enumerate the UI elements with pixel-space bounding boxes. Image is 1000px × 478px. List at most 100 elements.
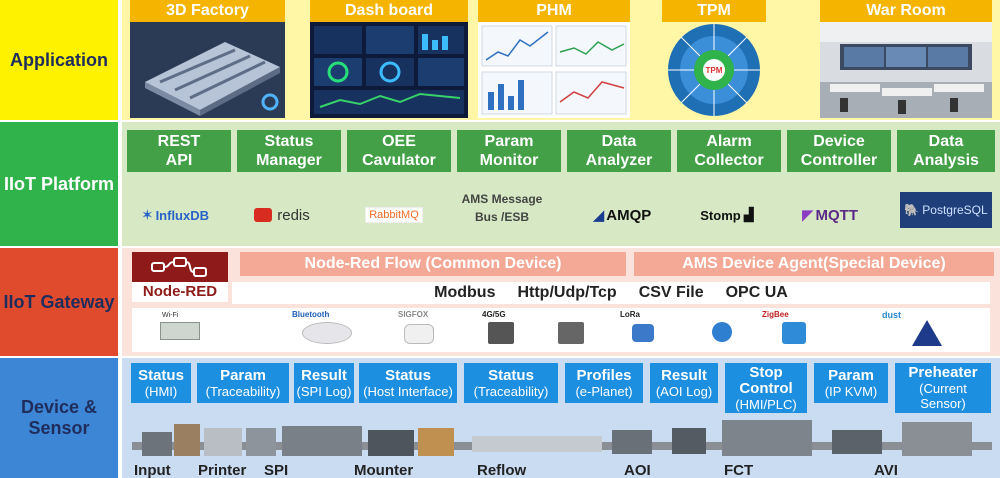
rabbitmq-logo: RabbitMQ	[354, 200, 434, 230]
mqtt-label: MQTT	[815, 206, 859, 224]
lora-module: LoRa	[612, 308, 682, 352]
cellular-module: 4G/5G	[472, 308, 542, 352]
sigfox-module: SIGFOX	[382, 308, 462, 352]
application-layer-label: Application	[0, 0, 118, 120]
lora-module-icon	[632, 324, 654, 342]
fct-machine	[722, 420, 812, 456]
status-sub: (Current Sensor)	[919, 381, 967, 411]
factory-3d-image	[130, 22, 285, 118]
mounter-machine-2	[368, 430, 414, 456]
wifi-module-icon	[160, 322, 200, 340]
device-layer: Device & Sensor Status(HMI) Param(Tracea…	[0, 358, 1000, 478]
status-title: Result	[661, 366, 707, 384]
service-line2: Analysis	[913, 152, 979, 169]
service-line1: OEE	[382, 133, 416, 150]
amqp-label: AMQP	[606, 206, 652, 224]
result-aoi-log[interactable]: Result(AOI Log)	[650, 363, 718, 403]
status-title: Profiles	[576, 366, 632, 384]
gateway-device-strip: Wi-Fi Bluetooth SIGFOX 4G/5G LoRa	[132, 308, 990, 352]
service-line1: Alarm	[706, 133, 752, 150]
protocol-modbus: Modbus	[434, 284, 496, 301]
lora-tag: LoRa	[620, 310, 640, 319]
service-oee-calculator[interactable]: OEE Cavulator	[347, 130, 451, 172]
service-line2: Cavulator	[362, 152, 436, 169]
status-host-interface[interactable]: Status(Host Interface)	[359, 363, 457, 403]
mounter-machine-3	[418, 428, 454, 456]
app-card-3d-factory[interactable]: 3D Factory	[130, 0, 285, 118]
boot-icon: ▟	[743, 207, 754, 222]
redis-logo: redis	[242, 200, 322, 230]
app-card-war-room[interactable]: War Room	[820, 0, 992, 118]
station-printer: Printer	[198, 462, 247, 478]
postgresql-logo: 🐘PostgreSQL	[900, 192, 992, 228]
bluetooth-tag: Bluetooth	[292, 310, 330, 319]
ams-line1: AMS Message	[461, 192, 543, 206]
rtu-module-icon	[558, 322, 584, 344]
postgres-label: PostgreSQL	[922, 203, 988, 217]
dust-module: dust	[872, 308, 972, 352]
profiles-e-planet[interactable]: Profiles(e-Planet)	[565, 363, 643, 403]
app-card-phm[interactable]: PHM	[478, 0, 630, 118]
service-line2: Manager	[256, 152, 322, 169]
status-sub: (SPI Log)	[296, 383, 352, 399]
rtu-module	[542, 308, 602, 352]
sigfox-module-icon	[404, 324, 434, 344]
service-line2: Controller	[800, 152, 878, 169]
service-line2: Collector	[694, 152, 764, 169]
service-line1: Data	[928, 133, 964, 150]
node-red-flow-icon	[132, 252, 228, 282]
protocol-csv-file: CSV File	[638, 284, 704, 301]
wifi-tag: Wi-Fi	[162, 312, 179, 319]
app-card-tpm[interactable]: TPM TPM	[662, 0, 766, 118]
service-line1: Data	[601, 133, 637, 150]
platform-layer-label: IIoT Platform	[0, 122, 118, 246]
zigbee-module: ZigBee	[752, 308, 832, 352]
protocol-http-udp-tcp: Http/Udp/Tcp	[517, 284, 617, 301]
bluetooth-module: Bluetooth	[282, 308, 372, 352]
station-fct: FCT	[724, 462, 754, 478]
app-card-title: War Room	[820, 0, 992, 22]
status-sub: (Host Interface)	[363, 383, 453, 399]
service-line1: Device	[813, 133, 865, 150]
node-red-label: Node-RED	[132, 282, 228, 302]
service-line2: API	[165, 152, 193, 169]
wifi-module: Wi-Fi	[142, 308, 222, 352]
sensor-module-icon	[712, 322, 732, 342]
ams-line2: Bus /ESB	[474, 210, 529, 224]
status-title: Param	[220, 366, 266, 384]
status-traceability[interactable]: Status(Traceability)	[464, 363, 558, 403]
app-card-dashboard[interactable]: Dash board	[310, 0, 468, 118]
printer-machine	[174, 424, 200, 456]
gateway-layer-label: IIoT Gateway	[0, 248, 118, 356]
status-hmi[interactable]: Status(HMI)	[131, 363, 191, 403]
param-traceability[interactable]: Param(Traceability)	[197, 363, 289, 403]
cellular-module-icon	[488, 322, 514, 344]
station-spi: SPI	[264, 462, 289, 478]
gateway-layer-body: Node-RED Node-Red Flow (Common Device) A…	[122, 248, 1000, 356]
bluetooth-module-icon	[302, 322, 352, 344]
influxdb-logo: ✶ InfluxDB	[140, 207, 210, 224]
preheater-current-sensor[interactable]: Preheater(Current Sensor)	[895, 363, 991, 413]
result-spi-log[interactable]: Result(SPI Log)	[294, 363, 354, 403]
stomp-logo: Stomp▟	[687, 200, 767, 230]
stop-control-hmi-plc[interactable]: Stop Control(HMI/PLC)	[725, 363, 807, 413]
gateway-layer: IIoT Gateway Node-RED Node-Red Flow (Com…	[0, 248, 1000, 356]
smt-production-line	[132, 420, 992, 456]
influxdb-label: InfluxDB	[155, 207, 210, 223]
app-card-title: TPM	[662, 0, 766, 22]
redis-label: redis	[277, 206, 310, 224]
status-sub: (Traceability)	[473, 383, 549, 399]
mqtt-logo: ◤MQTT	[790, 200, 870, 230]
cellular-tag: 4G/5G	[482, 310, 506, 319]
app-card-title: 3D Factory	[130, 0, 285, 22]
tpm-center-label: TPM	[706, 66, 723, 75]
param-ip-kvm[interactable]: Param(IP KVM)	[814, 363, 888, 403]
